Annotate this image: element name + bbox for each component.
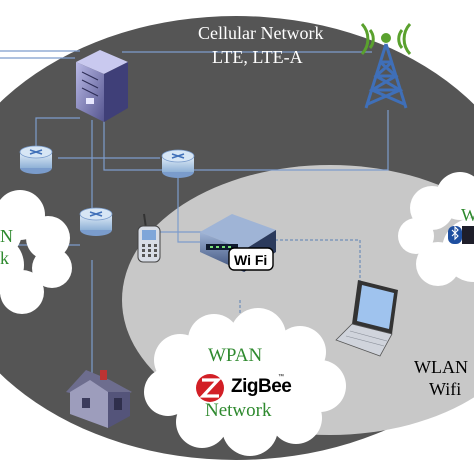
wpan-network-label: Network — [205, 400, 272, 421]
signal-waves-icon — [360, 22, 412, 56]
cellular-network-subtitle: LTE, LTE-A — [212, 47, 303, 67]
wifi-badge-label: Wi Fi — [234, 252, 268, 268]
house-icon — [66, 370, 132, 428]
wifi-badge-icon — [228, 247, 274, 271]
wlan-title: WLAN — [414, 357, 468, 377]
right-cloud — [398, 172, 474, 286]
right-cloud-label: W — [461, 205, 474, 225]
server-icon — [76, 50, 128, 122]
laptop-icon — [335, 280, 398, 357]
switch-icon — [79, 207, 113, 236]
zigbee-brand-label: ZigBee — [231, 376, 292, 397]
zigbee-trademark: ™ — [278, 374, 284, 380]
mobile-phone-icon — [137, 213, 161, 263]
bluetooth-icon — [448, 225, 474, 244]
left-cloud — [0, 190, 72, 314]
switch-icon — [161, 149, 195, 178]
left-cloud-label-2: k — [0, 248, 9, 268]
wlan-subtitle: Wifi — [429, 379, 462, 399]
wpan-cloud — [144, 308, 346, 456]
left-cloud-label-1: N — [0, 226, 13, 246]
switch-icon — [19, 145, 53, 174]
cellular-network-title: Cellular Network — [198, 23, 324, 43]
zigbee-logo-icon — [196, 374, 224, 402]
cell-tower-icon — [360, 22, 412, 109]
wpan-title: WPAN — [208, 345, 263, 366]
